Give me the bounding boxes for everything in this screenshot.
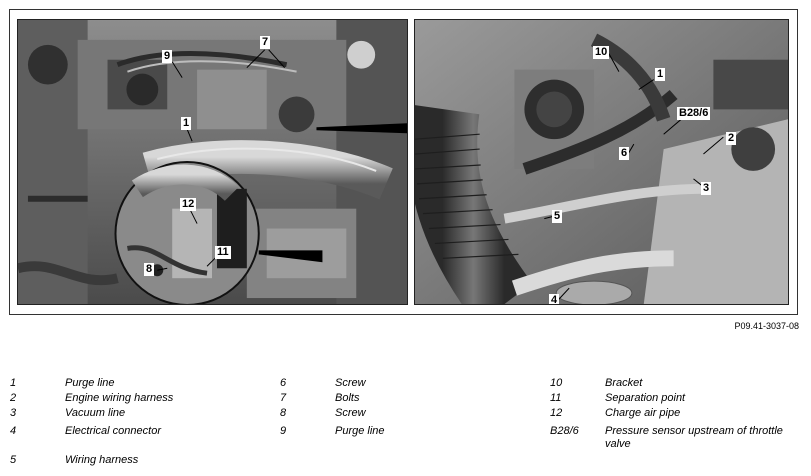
engine-overview-illustration — [18, 20, 407, 304]
callout-4: 4 — [549, 294, 560, 305]
callout-11: 11 — [215, 246, 231, 259]
callout-8: 8 — [144, 263, 155, 276]
callout-1-detail: 1 — [655, 68, 666, 81]
callout-b28-6: B28/6 — [677, 107, 711, 120]
figure-id: P09.41-3037-08 — [734, 321, 799, 331]
callout-12: 12 — [180, 198, 197, 211]
callout-5: 5 — [552, 210, 563, 223]
callout-6: 6 — [619, 147, 630, 160]
callout-7: 7 — [260, 36, 271, 49]
engine-photo-overview: 9 7 1 12 11 8 — [17, 19, 408, 305]
callout-3: 3 — [701, 182, 712, 195]
callout-2: 2 — [726, 132, 737, 145]
figure-frame: 9 7 1 12 11 8 — [9, 9, 798, 315]
callout-9: 9 — [162, 50, 173, 63]
callout-10: 10 — [593, 46, 610, 59]
engine-detail-illustration — [415, 20, 788, 304]
callout-1: 1 — [181, 117, 192, 130]
engine-photo-detail: 10 1 B28/6 2 6 3 5 4 — [414, 19, 789, 305]
